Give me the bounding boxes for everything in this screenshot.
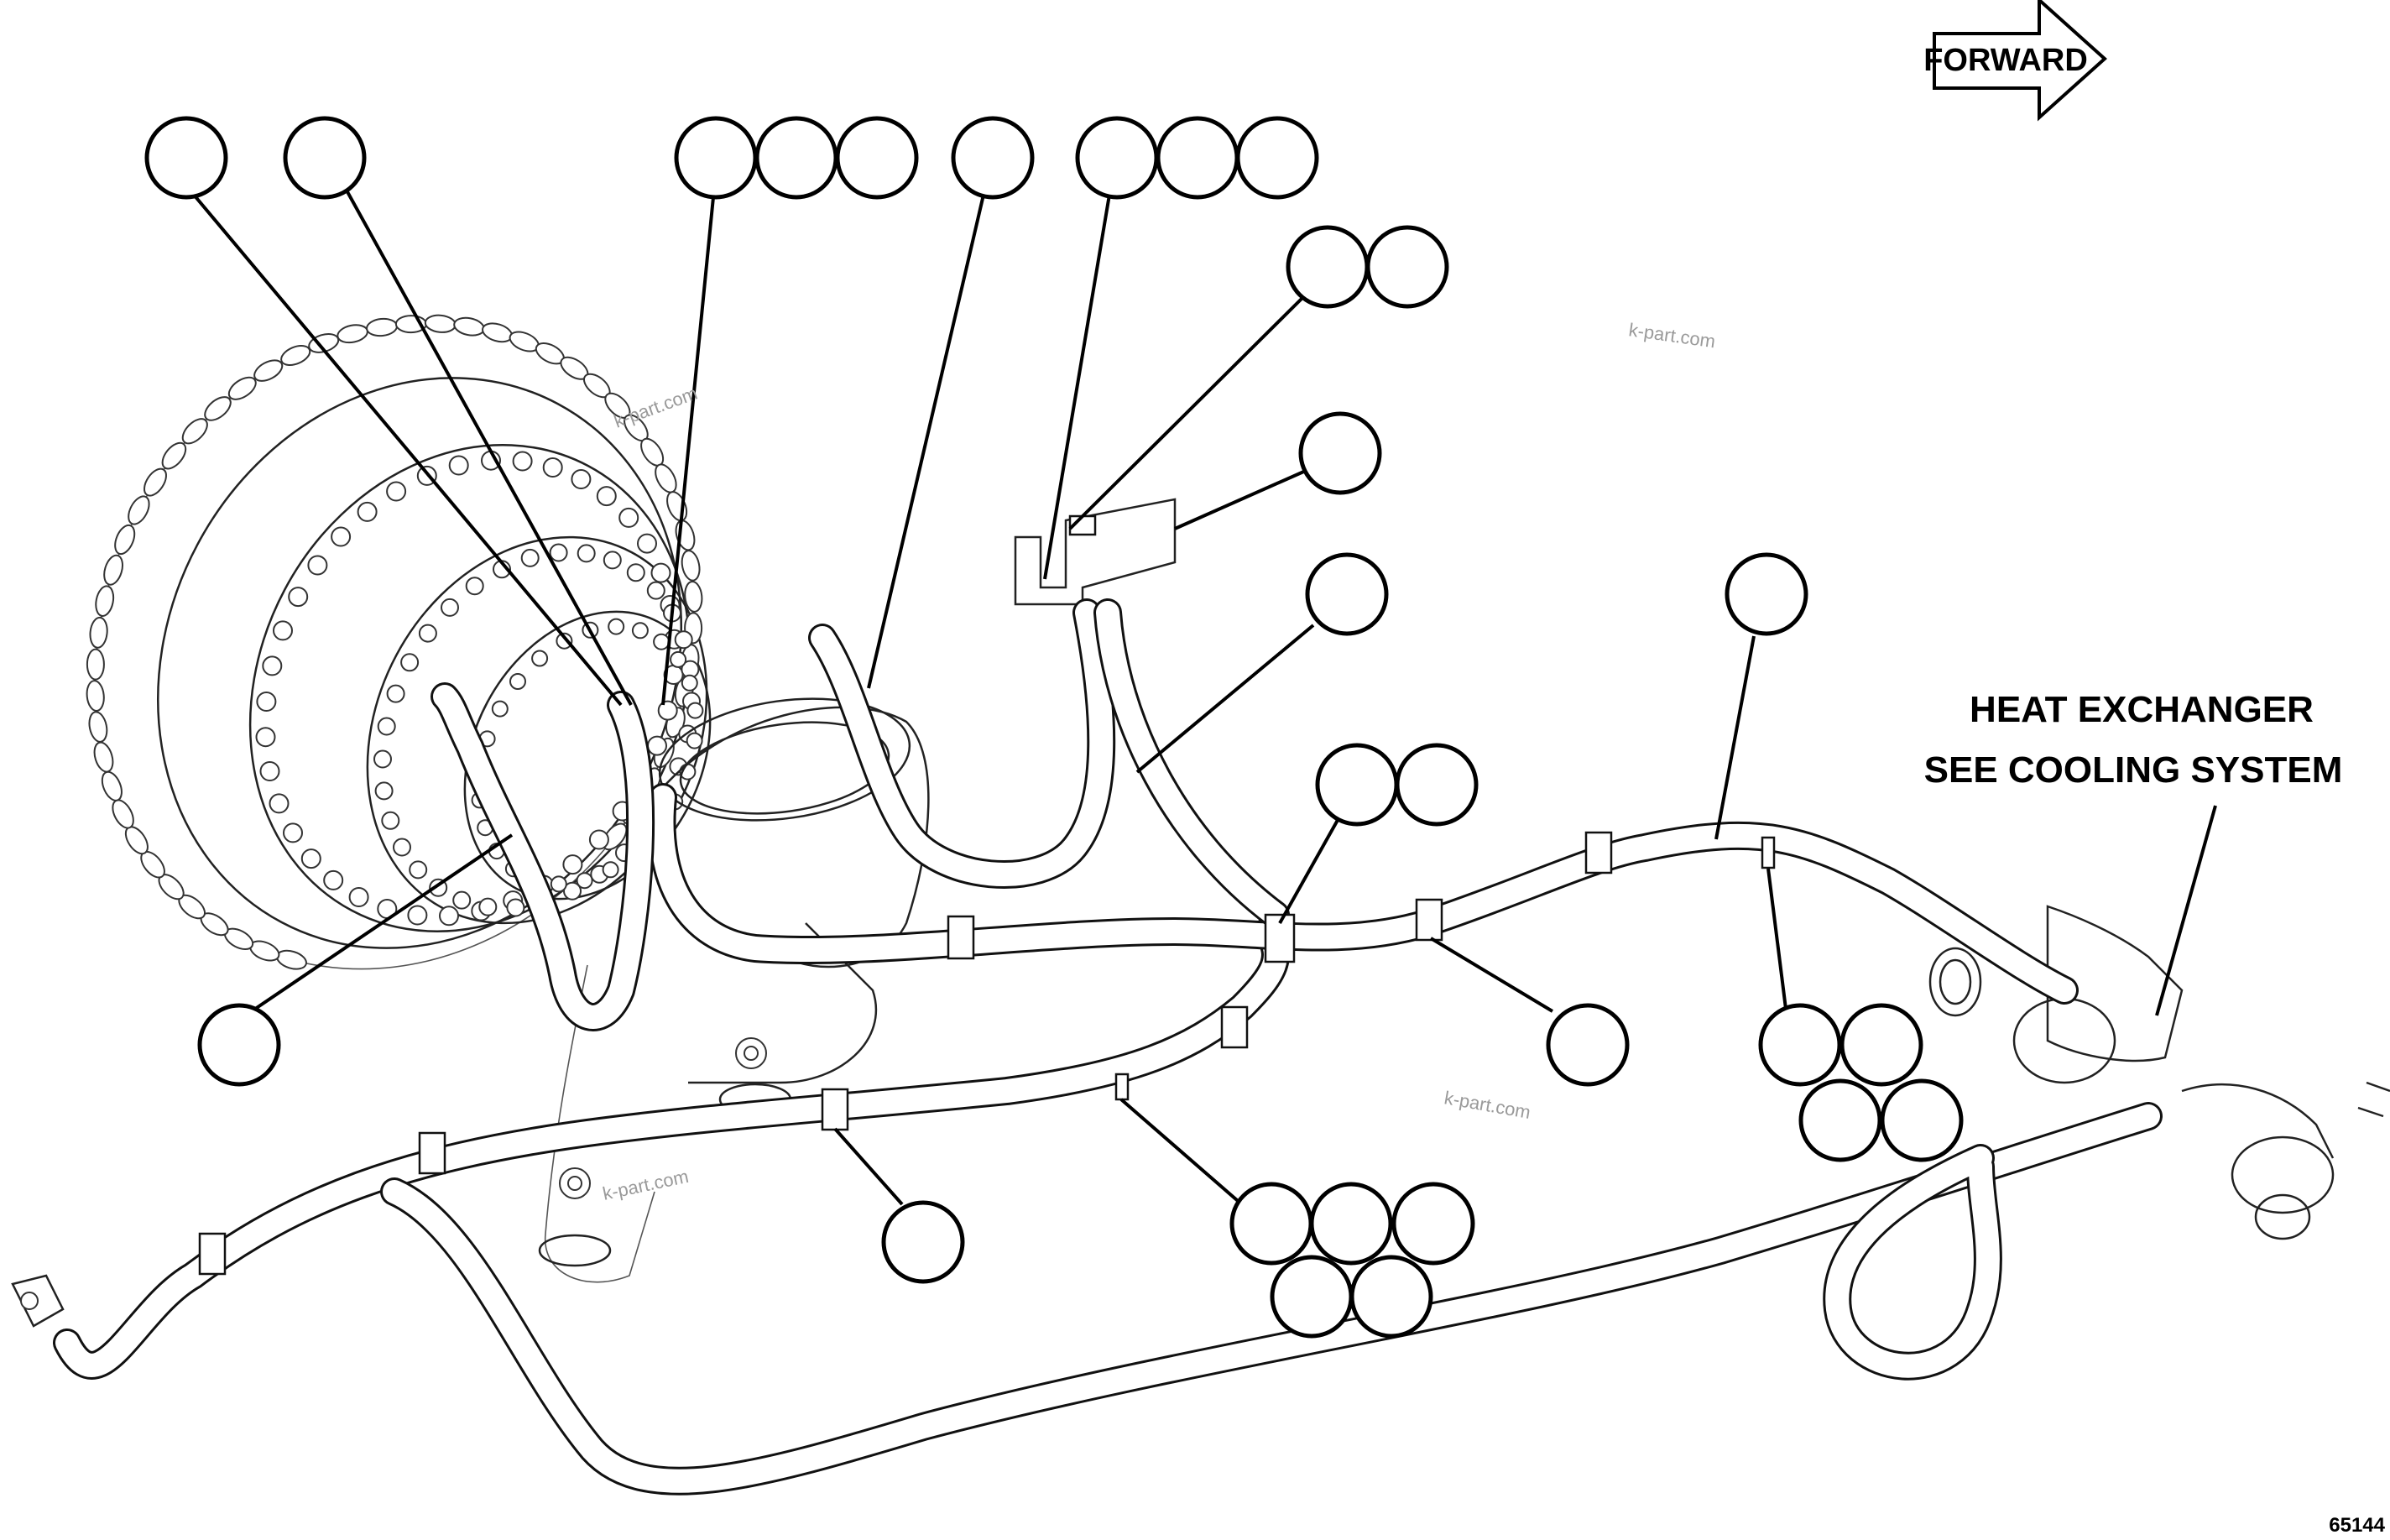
callout-balloon <box>881 1200 965 1284</box>
callout-balloon <box>674 116 758 200</box>
callout-balloon <box>951 116 1035 200</box>
callout-balloon <box>1298 411 1382 495</box>
callout-balloon <box>1365 225 1449 309</box>
hose-mount-bracket <box>1014 498 1177 606</box>
callout-balloon <box>1839 1003 1923 1087</box>
callout-balloon <box>1725 552 1808 636</box>
callout-balloon <box>1315 743 1399 827</box>
callout-balloon <box>1349 1255 1433 1339</box>
watermark: k-part.com <box>1443 1087 1532 1123</box>
hoses <box>11 598 2163 1496</box>
callout-balloon <box>1075 116 1159 200</box>
hose-clamps <box>198 831 1776 1276</box>
callout-balloon <box>1235 116 1319 200</box>
figure-number: 65144 <box>2329 1514 2385 1537</box>
callout-balloon <box>1309 1182 1393 1266</box>
callout-balloon <box>283 116 367 200</box>
callout-balloon <box>1305 552 1389 636</box>
watermark: k-part.com <box>1627 319 1716 352</box>
callout-balloon <box>1156 116 1239 200</box>
watermark: k-part.com <box>611 383 700 432</box>
callout-balloons <box>144 116 1964 1339</box>
heat-exchanger-note-line1: HEAT EXCHANGER <box>1970 689 2314 730</box>
leader-lines <box>187 187 2217 1208</box>
callout-balloon <box>1286 225 1370 309</box>
watermark: k-part.com <box>601 1166 691 1204</box>
forward-arrow: FORWARD <box>1923 0 2107 122</box>
callout-balloon <box>1758 1003 1842 1087</box>
callout-balloon <box>1395 743 1479 827</box>
callout-balloon <box>1270 1255 1354 1339</box>
callout-balloon <box>835 116 919 200</box>
callout-balloon <box>1229 1182 1313 1266</box>
forward-label: FORWARD <box>1923 43 2088 78</box>
heat-exchanger-note-line2: SEE COOLING SYSTEM <box>1924 749 2343 791</box>
callout-balloon <box>1880 1078 1964 1162</box>
callout-balloon <box>754 116 838 200</box>
callout-balloon <box>1546 1003 1630 1087</box>
callout-balloon <box>144 116 228 200</box>
heat-exchanger <box>1928 905 2390 1240</box>
callout-balloon <box>1798 1078 1882 1162</box>
callout-balloon <box>197 1003 281 1087</box>
callout-balloon <box>1391 1182 1475 1266</box>
